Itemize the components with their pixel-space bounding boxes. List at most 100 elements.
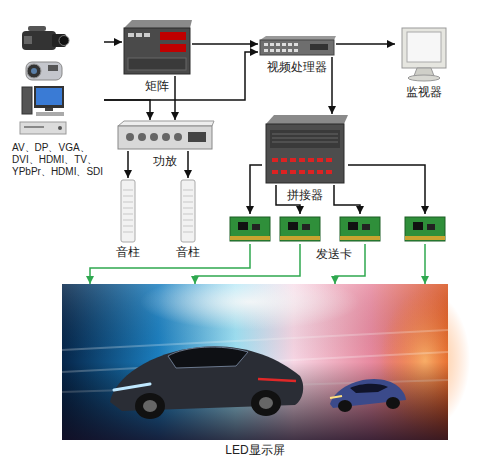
video-processor-device-part (294, 43, 298, 46)
video-processor-device-part (260, 36, 336, 40)
sending-card-part (340, 217, 380, 241)
sending-card (280, 217, 320, 241)
connector-line (192, 43, 258, 45)
speaker-column (181, 180, 195, 242)
node-label: 音柱 (116, 245, 140, 259)
splicer-device-part (270, 130, 340, 148)
node-label: 发送卡 (316, 247, 352, 261)
led-screen-picture-part (338, 400, 352, 412)
amplifier-device-part (150, 133, 158, 141)
matrix-device-part (160, 44, 186, 52)
connector (250, 165, 425, 214)
dvd-player-icon-part (20, 122, 66, 134)
connector-line (104, 100, 150, 120)
camcorder-icon-part (28, 26, 46, 31)
node-label: LED显示屏 (225, 443, 284, 457)
amplifier-device-part (118, 126, 212, 149)
amplifier-box: 功放 (116, 120, 214, 169)
led-screen-picture-part (251, 390, 281, 416)
video-processor-device-part (264, 49, 268, 52)
sending-card-part (252, 224, 260, 230)
camera-icon-part (27, 64, 41, 78)
connector-line (334, 185, 360, 214)
splicer-device-part (326, 158, 332, 162)
video-processor-device-part (276, 43, 280, 46)
camcorder-icon (22, 26, 69, 50)
splicer-device-part (317, 158, 323, 162)
speaker-column-part (183, 190, 193, 232)
sending-card-part (362, 224, 370, 230)
sending-card-part (427, 224, 435, 230)
splicer-device (266, 115, 348, 183)
node-label: 矩阵 (145, 79, 169, 93)
video-processor-device-part (264, 43, 268, 46)
splicer-device-part (281, 158, 287, 162)
splicer-device-part (272, 170, 278, 174)
splicer-device-part (290, 170, 296, 174)
connector-line (336, 43, 395, 45)
matrix-device-part (124, 20, 192, 28)
camcorder-icon-part (22, 31, 56, 50)
splicer-device-part (308, 170, 314, 174)
video-processor-device-part (282, 49, 286, 52)
monitor-icon-part (408, 75, 440, 81)
computer-icon-part (34, 86, 64, 108)
connector-line (331, 57, 333, 114)
sending-card-part (280, 236, 320, 240)
led-screen-picture-part (114, 384, 150, 390)
amplifier-device-part (174, 133, 182, 141)
computer-icon-part (22, 87, 32, 114)
matrix-device-part (128, 33, 134, 37)
led-screen-picture-part (386, 397, 400, 409)
dvd-player-icon (20, 122, 66, 134)
sending-card (230, 217, 270, 241)
sending-card (405, 217, 445, 241)
node-label: AV、DP、VGA、DVI、HDMI、TV、YPbPr、HDMI、SDI (12, 142, 104, 178)
sending-card-part (348, 222, 358, 230)
amplifier-device-part (162, 133, 170, 141)
computer-icon-part (45, 108, 53, 111)
connector (104, 100, 150, 120)
connector (175, 76, 176, 120)
splicer-device-part (266, 124, 344, 183)
splicer-device-part (326, 170, 332, 174)
matrix-device-part (124, 28, 190, 74)
video-processor-device-part (270, 49, 274, 52)
led-screen-picture-part (350, 384, 388, 393)
splicer-device-part (266, 115, 348, 124)
splicer-device-part (299, 170, 305, 174)
splicer-device-part (272, 158, 278, 162)
camcorder-icon-part (59, 36, 69, 46)
connector-line (174, 76, 176, 120)
amplifier-device-part (138, 133, 146, 141)
connector-line (90, 244, 250, 284)
connector-line (250, 165, 262, 214)
splicer-device-part (290, 158, 296, 162)
monitor-icon-part (402, 28, 446, 68)
speaker-column-part (123, 190, 133, 232)
led-screen-picture-part (135, 393, 165, 419)
connector-line (127, 151, 129, 178)
node-label: 监视器 (406, 85, 442, 99)
connector-line (424, 244, 426, 284)
sending-card-part (230, 236, 270, 240)
matrix-box: 矩阵 (122, 20, 192, 94)
splicer-box: 拼接器 (262, 114, 348, 203)
monitor-icon-part (407, 32, 441, 62)
sending-card-part (340, 236, 380, 240)
sending-card-part (302, 224, 310, 230)
led-screen-box: LED显示屏 (62, 284, 448, 458)
speaker-column-part (181, 180, 195, 242)
speaker-column (121, 180, 135, 242)
dvd-player-icon-part (58, 126, 62, 130)
dvd-player-icon-part (24, 126, 44, 128)
led-screen-picture-part (259, 397, 273, 409)
matrix-device-part (144, 33, 150, 37)
camera-icon (26, 62, 62, 80)
amplifier-device-part (188, 132, 206, 142)
led-screen-picture-part (330, 396, 342, 398)
camera-icon-part (48, 65, 58, 71)
sending-card-part (405, 236, 445, 240)
splicer-device-part (281, 170, 287, 174)
sending-card-part (288, 222, 298, 230)
